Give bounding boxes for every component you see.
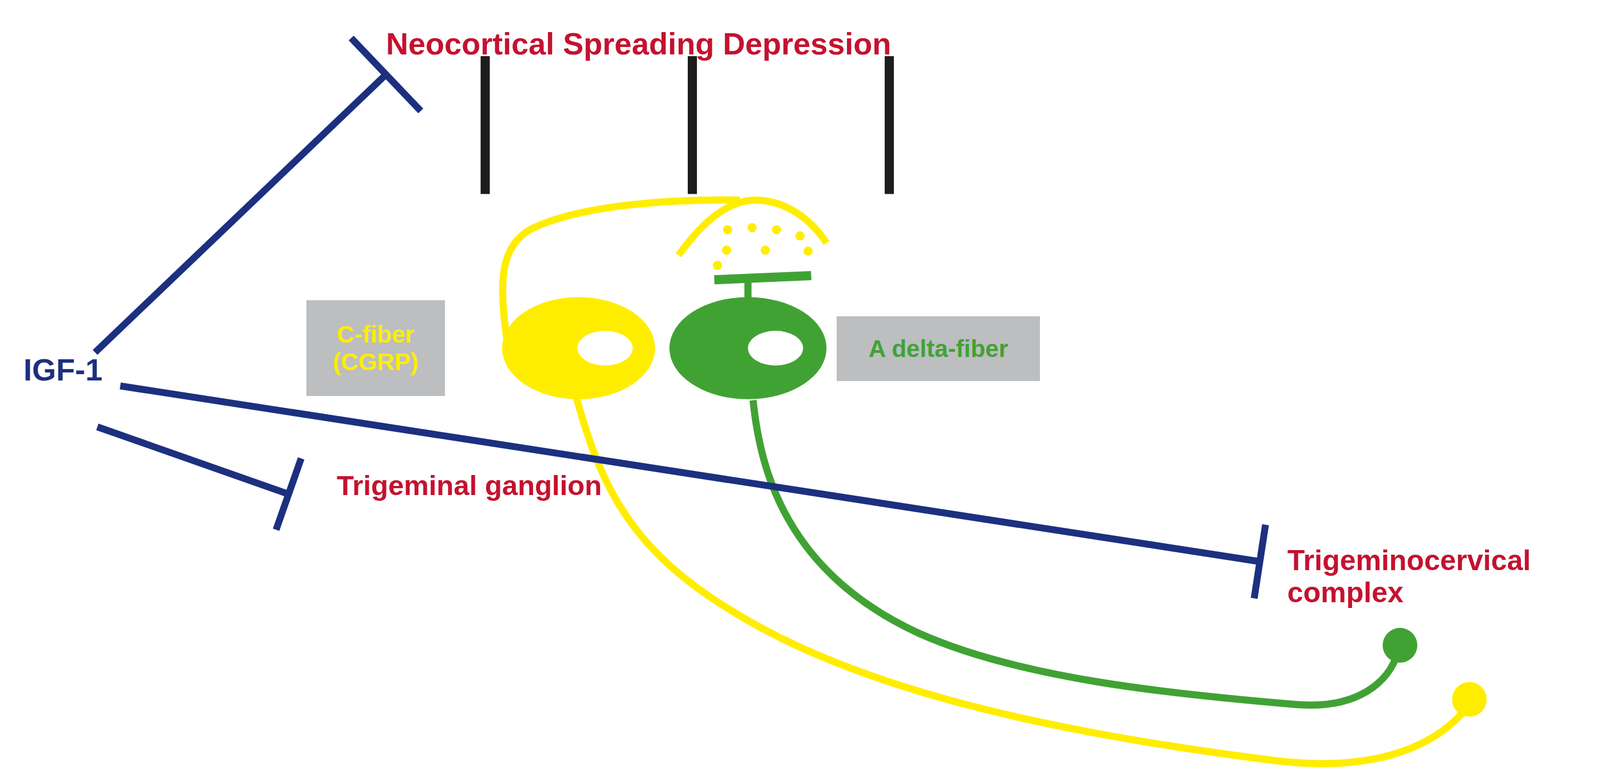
- inhibition-connector: [97, 426, 302, 530]
- a-delta-soma: [669, 297, 827, 400]
- inhibition-bar: [276, 458, 302, 530]
- cgrp-vesicles: [712, 222, 814, 270]
- fiber-box: C-fiber (CGRP): [306, 300, 445, 396]
- node-text: C-fiber (CGRP): [312, 320, 440, 375]
- c-fiber-terminal: [1452, 681, 1488, 717]
- fiber-box: A delta-fiber: [836, 316, 1040, 381]
- depression-bar: [884, 56, 894, 195]
- nucleus: [747, 330, 803, 366]
- node-text: Trigeminocervical complex: [1287, 544, 1598, 609]
- c-fiber-soma: [502, 297, 656, 400]
- depression-bar: [687, 56, 697, 195]
- connector-line: [120, 385, 1260, 562]
- a-delta-terminal: [1382, 627, 1418, 663]
- process-label: Neocortical Spreading Depression: [385, 0, 1003, 75]
- node-text: IGF-1: [23, 352, 103, 387]
- factor-label: IGF-1: [5, 352, 121, 427]
- structure-label: Trigeminocervical complex: [1259, 544, 1598, 616]
- connector-line: [97, 426, 289, 494]
- inhibition-connector: [120, 385, 1266, 599]
- node-text: A delta-fiber: [868, 335, 1008, 362]
- inhibition-bar: [1254, 524, 1266, 598]
- node-text: Trigeminal ganglion: [336, 469, 602, 502]
- node-text: Neocortical Spreading Depression: [385, 26, 892, 61]
- structure-label: Trigeminal ganglion: [288, 469, 633, 522]
- nucleus: [577, 330, 633, 366]
- receptor-bar: [714, 275, 811, 280]
- synaptic-terminal: [678, 199, 827, 255]
- depression-bar: [480, 56, 490, 195]
